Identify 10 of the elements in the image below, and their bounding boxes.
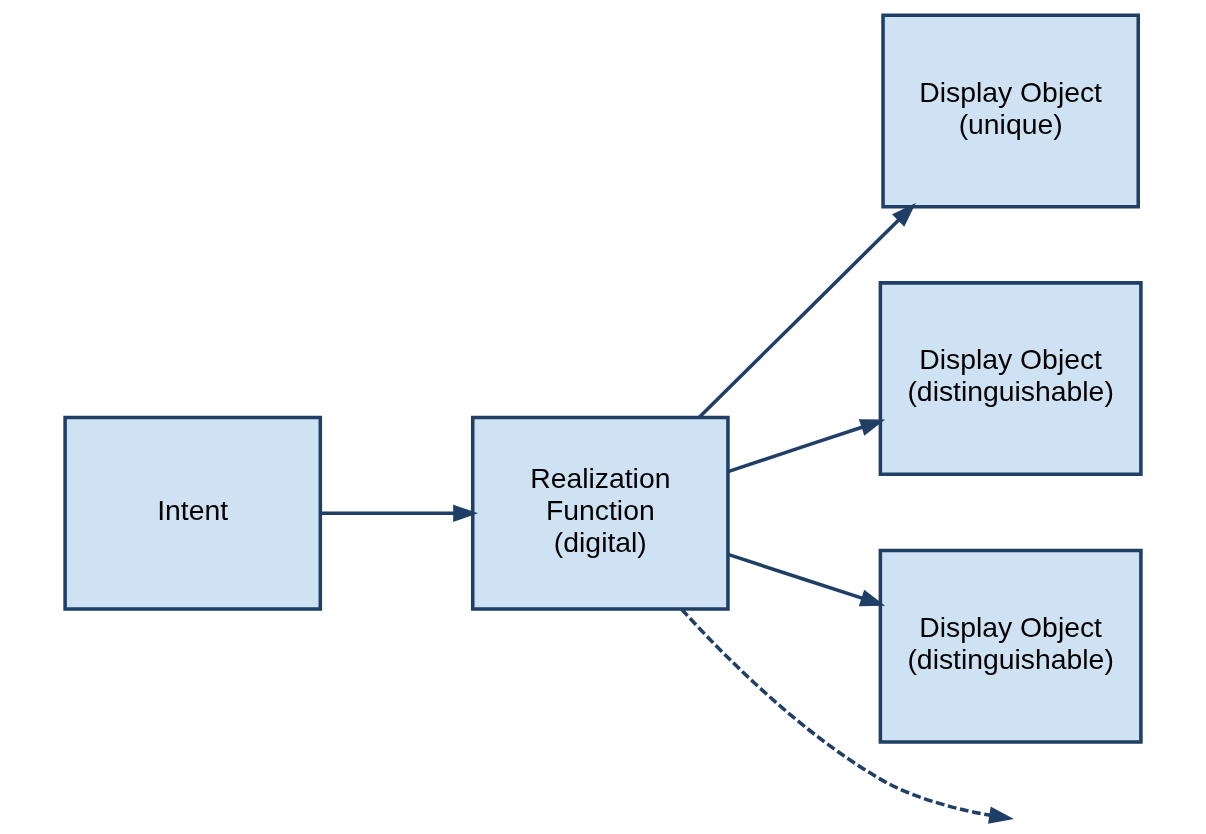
arrow (727, 552, 886, 607)
arrow (727, 419, 886, 474)
node-box: Intent (63, 415, 323, 611)
arrow (680, 608, 1014, 824)
arrow (697, 203, 916, 419)
node-box: Display Object (distinguishable) (878, 548, 1143, 744)
node-box: Realization Function (digital) (470, 415, 730, 611)
arrow (320, 504, 478, 522)
node-box: Display Object (distinguishable) (878, 281, 1143, 477)
node-box: Display Object (unique) (881, 13, 1140, 209)
